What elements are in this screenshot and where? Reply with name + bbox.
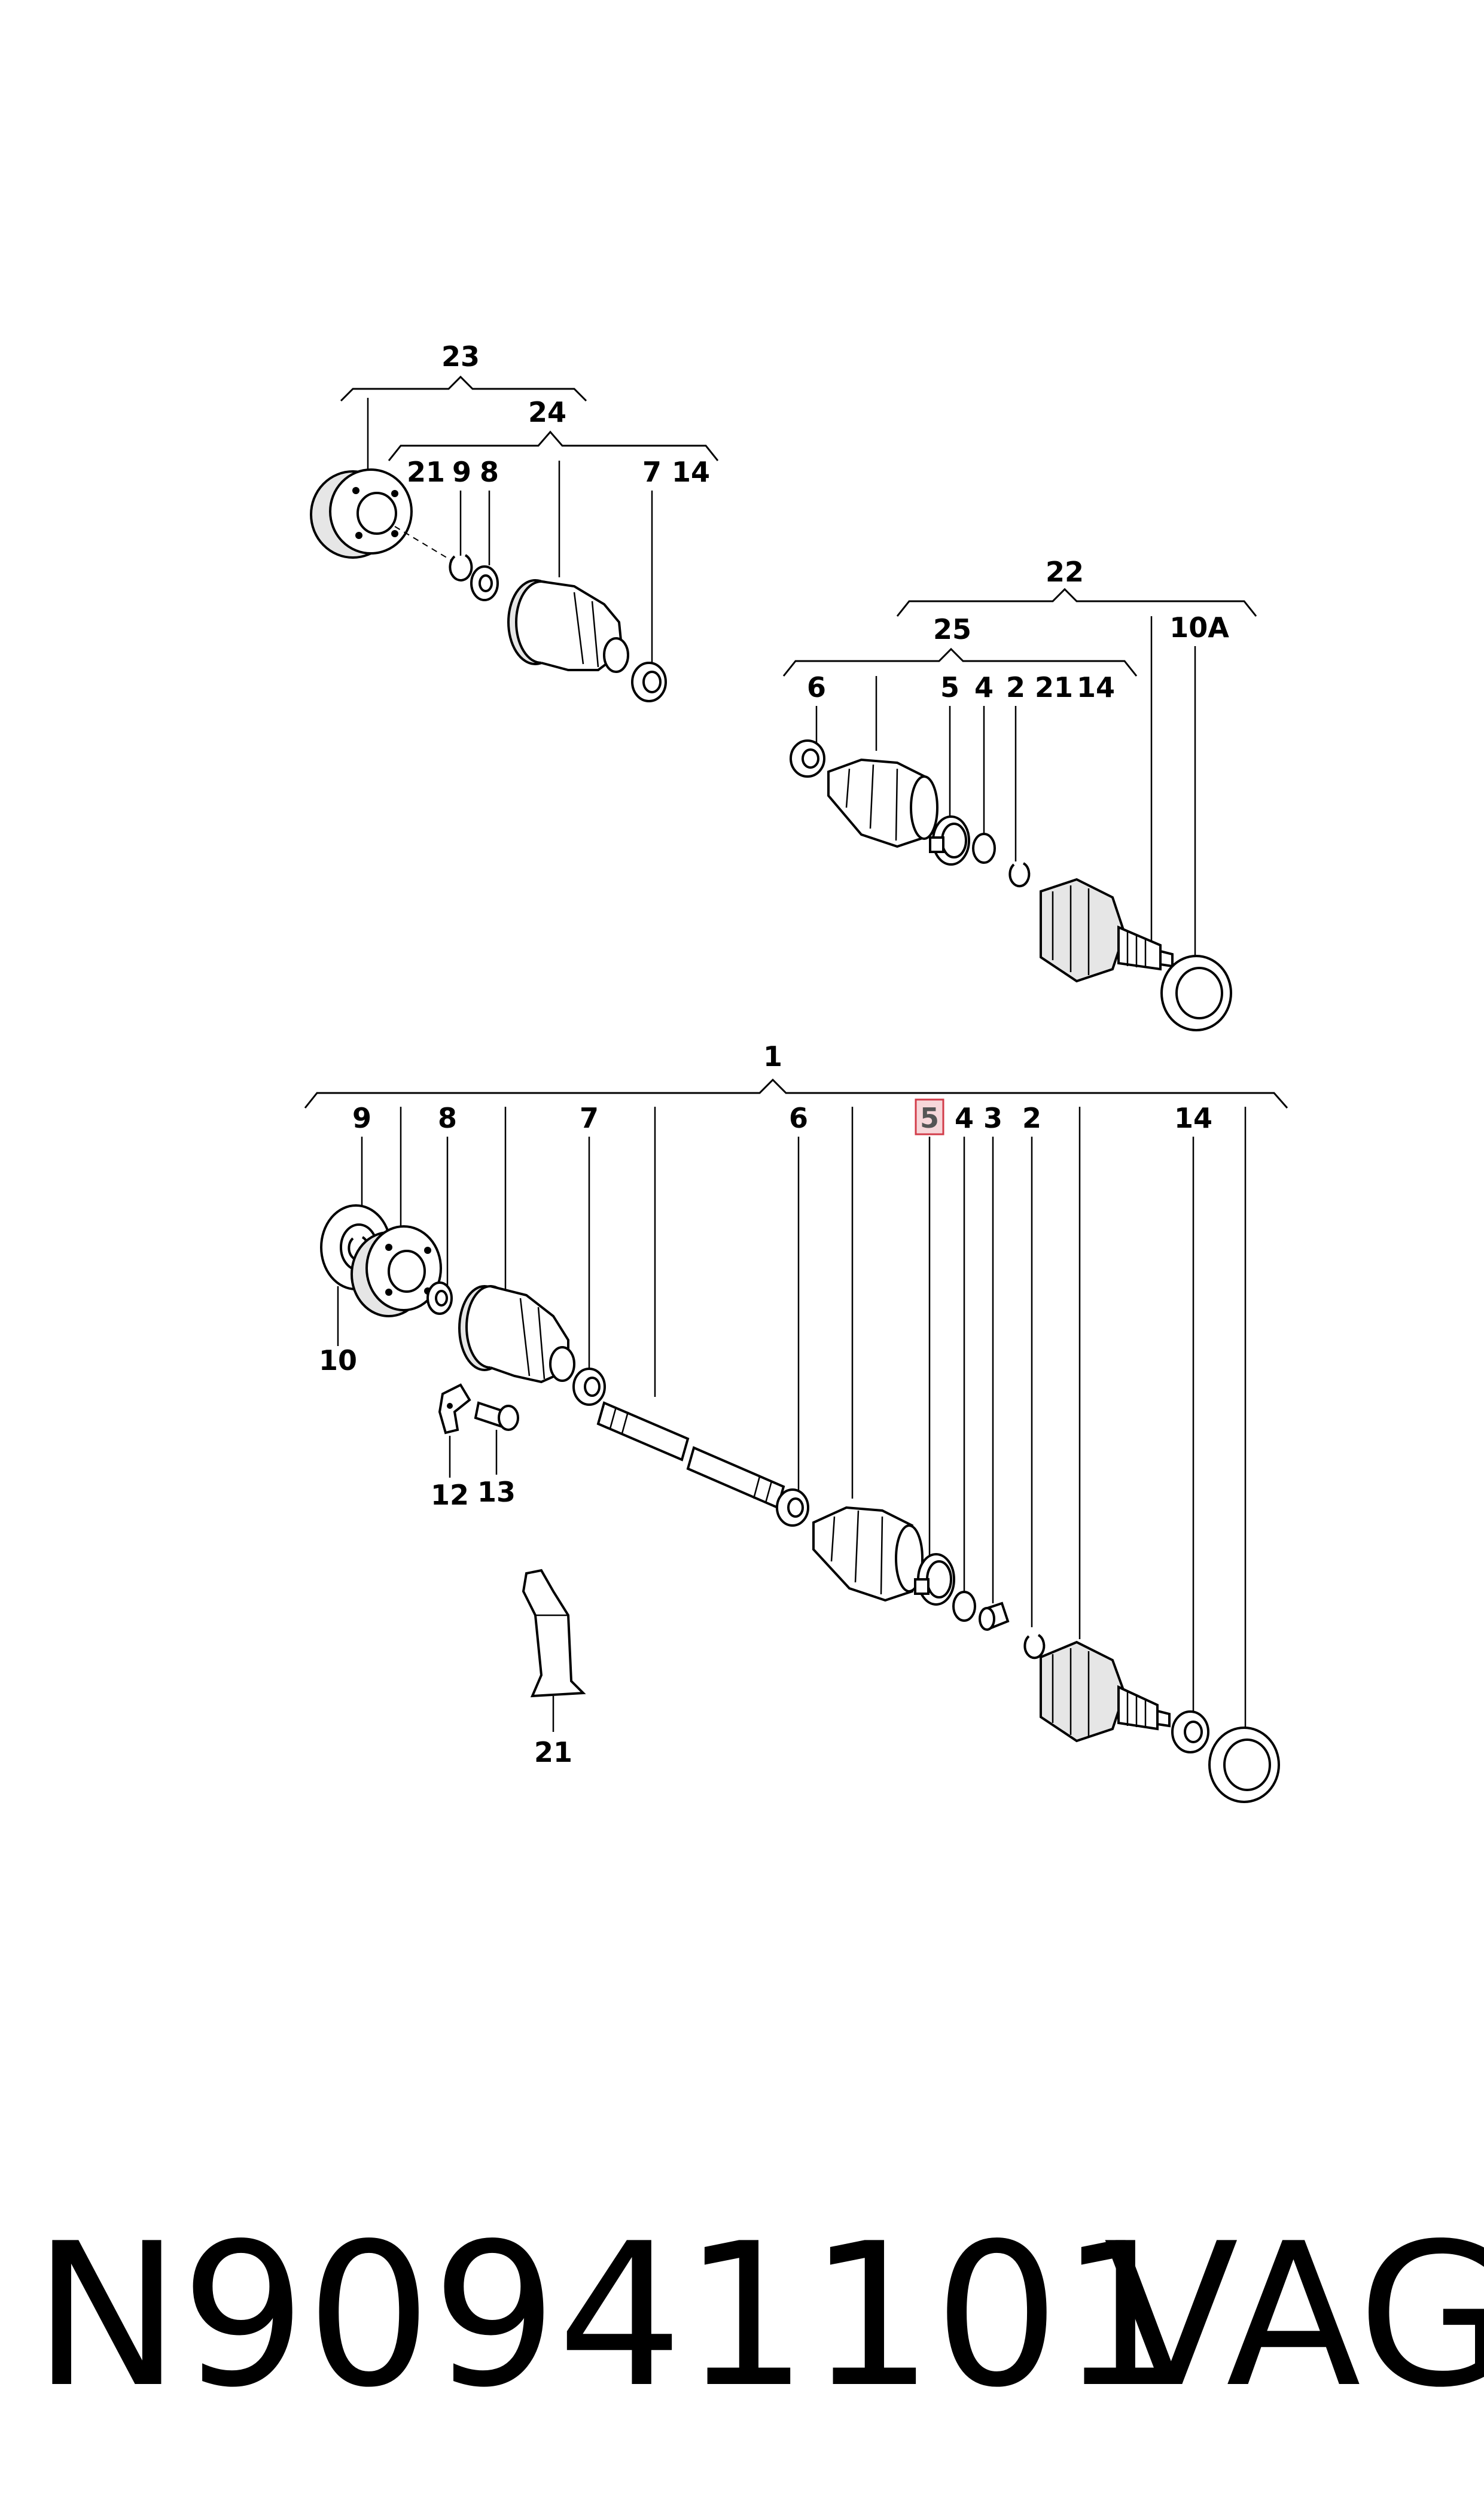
callout-14-right: 14 — [1077, 671, 1115, 704]
callout-6-main: 6 — [789, 1102, 808, 1134]
callout-21-top: 21 — [407, 456, 445, 488]
group-label-23: 23 — [441, 340, 480, 373]
callout-9-top: 9 — [452, 456, 471, 488]
circlip-part-2-right — [1008, 862, 1031, 888]
clamp-part-5-right — [929, 815, 970, 866]
boot-part-main — [812, 1506, 924, 1602]
nut-part-6-right — [790, 739, 825, 778]
group-label-1: 1 — [763, 1040, 782, 1073]
callout-10A: 10A — [1169, 611, 1229, 644]
washer-part-8-main — [426, 1281, 453, 1315]
assembly-22: 22 25 6 5 4 2 21 14 10A — [782, 556, 1257, 1031]
ring-part-4-right — [972, 833, 996, 864]
callout-7-top: 7 — [642, 456, 662, 488]
callout-6-right: 6 — [807, 671, 826, 704]
washer-part-8-top — [470, 565, 499, 601]
drive-shaft-part — [596, 1401, 785, 1509]
callout-2-main: 2 — [1022, 1102, 1041, 1134]
callout-21-main: 21 — [534, 1736, 572, 1768]
seal-part-main-right — [1208, 1727, 1280, 1803]
outer-joint-part-main — [1040, 1640, 1171, 1743]
callout-14-main: 14 — [1174, 1102, 1212, 1134]
outer-joint-part-22 — [1040, 878, 1174, 983]
nut-part-7-main — [572, 1368, 606, 1406]
assembly-23: 23 24 21 9 8 7 14 — [310, 340, 719, 702]
grease-tube-part-21 — [522, 1569, 586, 1698]
callout-9-main: 9 — [352, 1102, 371, 1134]
callout-21-right: 21 — [1035, 671, 1073, 704]
group-label-24: 24 — [528, 396, 566, 428]
boot-part-25 — [827, 758, 938, 848]
callout-8-main: 8 — [438, 1102, 457, 1134]
callout-3-main: 3 — [983, 1102, 1002, 1134]
callout-5-right: 5 — [940, 671, 959, 704]
footer-part-number: N90941101 — [33, 2201, 1186, 2431]
callout-2-right: 2 — [1006, 671, 1025, 704]
nut-part-14-main — [1171, 1710, 1209, 1753]
callout-7-main: 7 — [580, 1102, 599, 1134]
circlip-part-9-top — [449, 554, 473, 581]
inner-joint-part-main — [458, 1285, 575, 1384]
bolt-part-13 — [474, 1401, 519, 1431]
callout-4-right: 4 — [974, 671, 994, 704]
callout-5-main-highlighted: 5 — [920, 1102, 939, 1134]
callout-4-main: 4 — [955, 1102, 974, 1134]
nut-part-7-top — [631, 662, 667, 702]
cv-joint-part-24 — [507, 579, 629, 673]
spacer-part-3-main — [979, 1601, 1010, 1631]
highlight-box-5 — [915, 1098, 944, 1135]
clamp-part-5-main — [914, 1553, 955, 1606]
assembly-1: 1 9 8 7 6 5 4 3 2 14 — [304, 1040, 1288, 1803]
ring-part-4-main — [952, 1591, 976, 1622]
nut-part-6-main — [776, 1488, 809, 1527]
flange-part-23 — [310, 468, 455, 563]
group-label-25: 25 — [933, 613, 971, 646]
callout-10: 10 — [319, 1344, 357, 1377]
flange-part-main — [351, 1225, 442, 1317]
callout-8-top: 8 — [480, 456, 499, 488]
circlip-part-2-main — [1023, 1634, 1046, 1660]
callout-13: 13 — [477, 1476, 516, 1508]
footer-brand: VAG — [1104, 2201, 1484, 2431]
callout-14-top: 14 — [672, 456, 710, 488]
seal-part-10A — [1160, 955, 1232, 1031]
group-label-22: 22 — [1046, 556, 1084, 588]
lock-plate-part-12 — [438, 1383, 471, 1435]
callout-12: 12 — [431, 1479, 469, 1511]
